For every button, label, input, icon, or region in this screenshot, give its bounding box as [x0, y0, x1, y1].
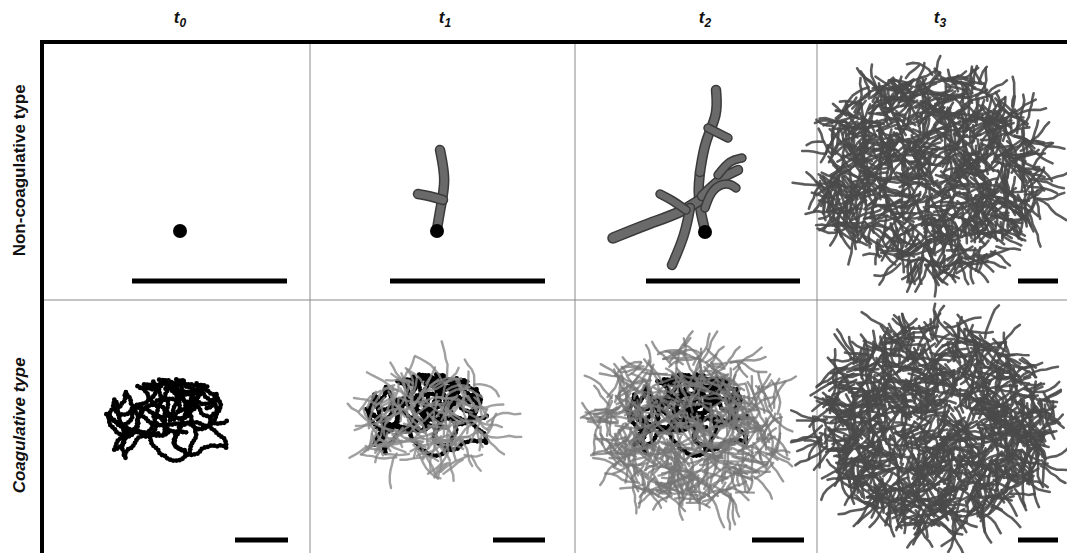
hypha — [955, 123, 956, 141]
mycelium-mass — [793, 56, 1067, 296]
hypha — [929, 90, 952, 93]
spore — [176, 409, 181, 414]
spore-cluster — [104, 377, 229, 463]
germination-stage — [418, 150, 444, 238]
hypha — [906, 66, 919, 78]
spore — [182, 448, 187, 453]
hypha — [971, 78, 973, 96]
hypha — [971, 248, 975, 283]
spore — [173, 224, 187, 238]
germination-stage — [173, 224, 187, 238]
hypha — [838, 176, 840, 194]
hypha — [807, 141, 824, 145]
hypha — [868, 142, 886, 144]
spore — [430, 224, 444, 238]
hypha — [995, 209, 997, 239]
hypha — [802, 151, 826, 154]
hypha — [1038, 199, 1067, 220]
germination-stage — [613, 90, 742, 265]
spore — [204, 406, 209, 411]
spore — [162, 430, 167, 435]
hypha — [957, 135, 981, 137]
spore — [698, 225, 712, 239]
hypha — [863, 254, 880, 257]
spore — [207, 415, 212, 420]
hypha — [1026, 93, 1034, 122]
spore — [224, 419, 229, 424]
hypha — [1026, 141, 1044, 143]
